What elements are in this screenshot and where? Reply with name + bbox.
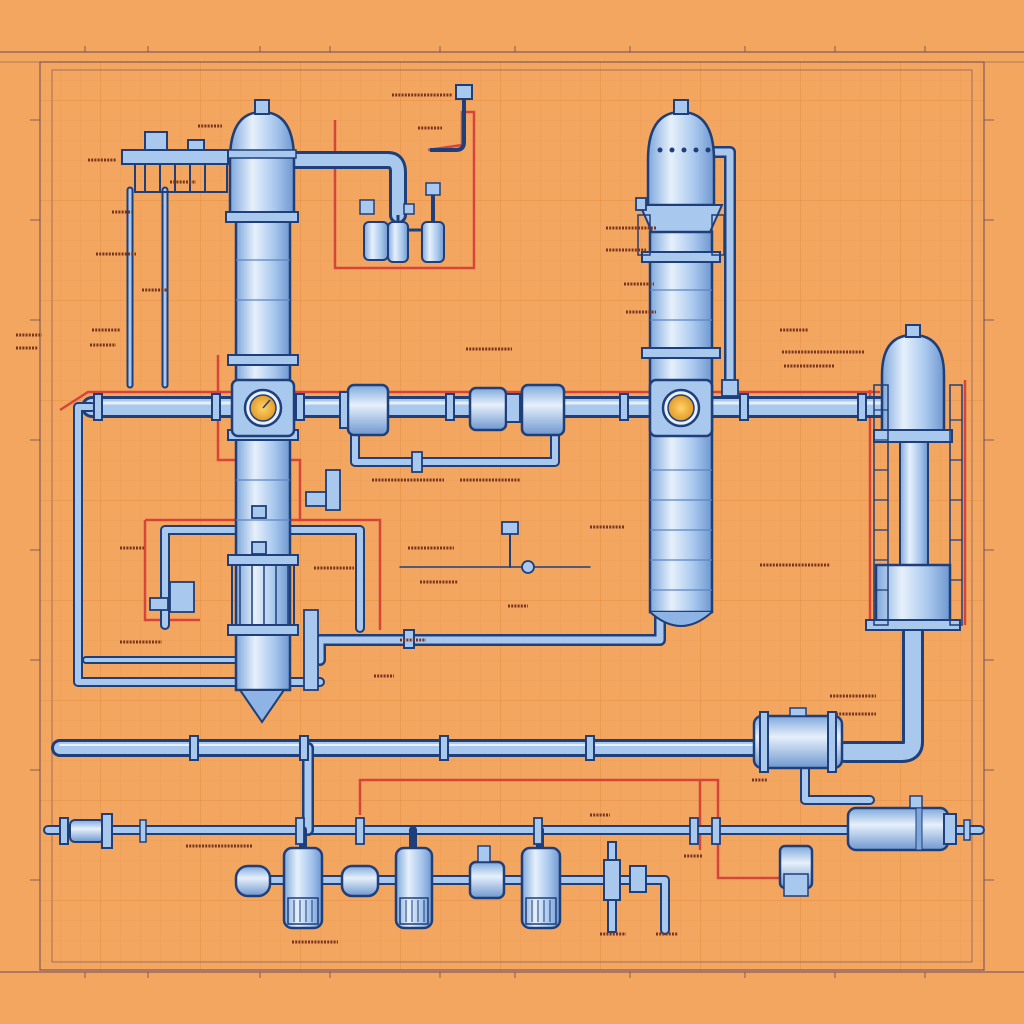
instrument-cluster <box>359 84 473 263</box>
valve-icon <box>59 813 147 849</box>
valve-icon <box>520 383 566 437</box>
drawing-frame <box>0 51 1024 973</box>
left-distillation-column <box>225 99 299 724</box>
valve-icon <box>603 841 647 933</box>
gauge-icon <box>648 378 714 438</box>
valve-icon <box>778 844 814 897</box>
frame-ruler-ticks <box>30 46 994 978</box>
annotation-marks <box>16 93 876 944</box>
flange-markers <box>93 393 867 761</box>
right-distillation-column <box>637 99 725 627</box>
pump-icon <box>340 846 434 930</box>
gauge-icon <box>230 378 296 438</box>
grid <box>40 62 984 970</box>
valve-icon <box>339 383 390 437</box>
heat-exchanger <box>752 707 844 773</box>
valve-icon <box>468 386 521 432</box>
pump-icon <box>520 846 562 930</box>
pump-icon <box>846 795 971 852</box>
valve-icon <box>468 845 506 900</box>
instrument-cluster <box>149 469 535 691</box>
left-platform <box>121 131 229 193</box>
pump-icon <box>234 846 324 930</box>
flange-markers <box>295 817 721 845</box>
instrument-cluster <box>411 197 739 473</box>
right-storage-tank <box>865 324 963 631</box>
